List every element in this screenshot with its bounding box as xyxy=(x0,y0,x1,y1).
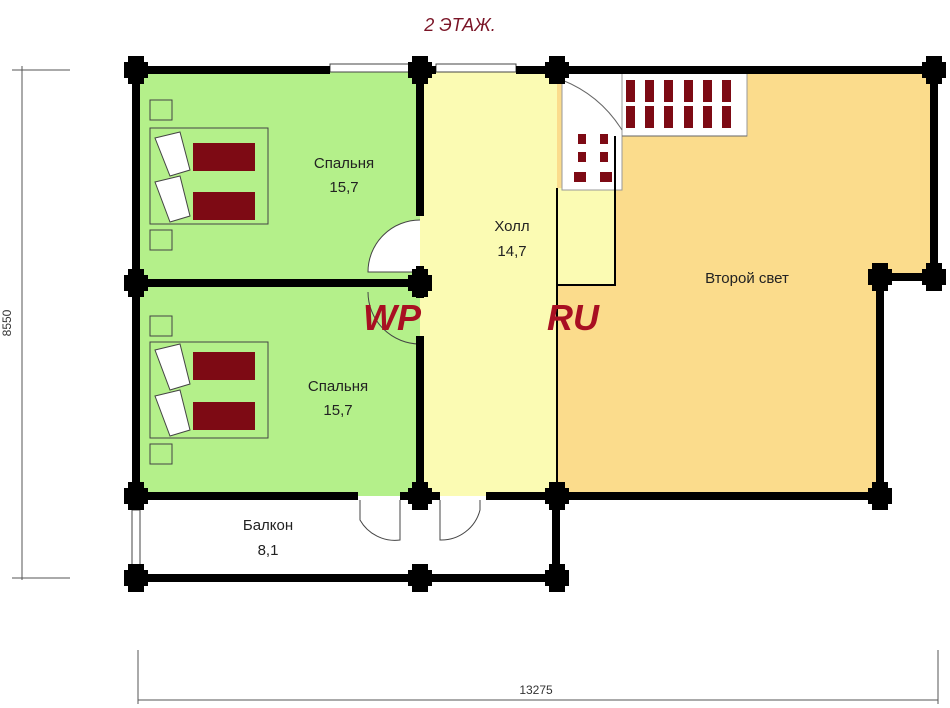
floor-title: 2 ЭТАЖ. xyxy=(423,15,495,35)
dimension-height-label: 8550 xyxy=(0,309,14,336)
watermark-left: WP xyxy=(363,297,422,338)
room-name-second-light: Второй свет xyxy=(705,270,789,287)
second-light-area xyxy=(557,70,938,496)
door-balcony-right xyxy=(439,500,481,541)
bedroom-1-area xyxy=(140,70,420,283)
dimension-horizontal xyxy=(137,650,939,704)
room-name-balcony: Балкон xyxy=(243,517,293,534)
bed-1 xyxy=(149,99,269,251)
room-name-bedroom-1: Спальня xyxy=(314,155,374,172)
door-balcony-left xyxy=(359,500,401,541)
room-area-balcony: 8,1 xyxy=(258,542,279,559)
door-bedroom-1 xyxy=(367,219,421,273)
window-hall xyxy=(435,63,517,73)
room-name-hall: Холл xyxy=(494,218,529,235)
dimension-vertical xyxy=(12,66,70,580)
balcony-area xyxy=(140,496,558,580)
dimension-width-label: 13275 xyxy=(519,683,553,697)
bed-2 xyxy=(149,315,269,465)
hall-area xyxy=(420,70,616,496)
room-area-bedroom-2: 15,7 xyxy=(323,402,352,419)
wall-joints xyxy=(124,56,946,592)
room-area-bedroom-1: 15,7 xyxy=(329,179,358,196)
door-bedroom-2 xyxy=(367,291,421,345)
walls xyxy=(132,66,938,582)
bedroom-2-area xyxy=(140,283,420,496)
watermark-right: RU xyxy=(547,297,600,338)
room-area-hall: 14,7 xyxy=(497,243,526,260)
window-bedroom-1 xyxy=(329,63,411,73)
room-name-bedroom-2: Спальня xyxy=(308,378,368,395)
